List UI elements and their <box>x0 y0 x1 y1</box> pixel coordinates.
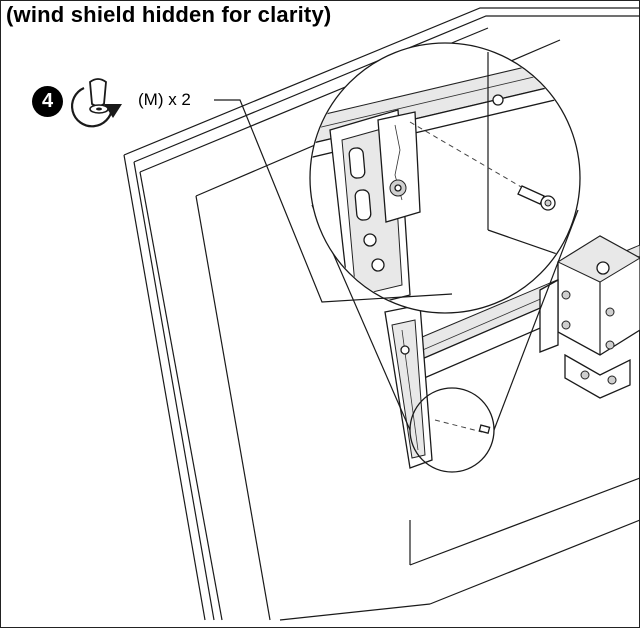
junction-box <box>539 235 640 399</box>
callout-leader-line <box>214 99 453 303</box>
step-number-badge: 4 <box>32 86 63 117</box>
caption-text: (wind shield hidden for clarity) <box>6 2 332 27</box>
rotate-clockwise-screw-icon <box>71 78 122 128</box>
panel-bracket <box>384 304 491 469</box>
hardware-callout: (M) x 2 <box>138 90 191 109</box>
